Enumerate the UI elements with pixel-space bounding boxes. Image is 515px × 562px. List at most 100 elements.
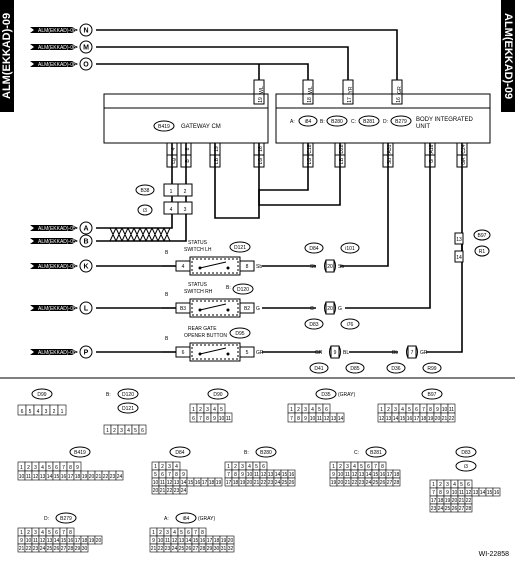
svg-text:(GRAY): (GRAY): [198, 516, 215, 522]
svg-text:4: 4: [175, 464, 178, 470]
svg-text:13: 13: [456, 237, 462, 243]
svg-text:27: 27: [61, 546, 67, 552]
svg-text:24: 24: [366, 480, 372, 486]
svg-text:16: 16: [407, 416, 413, 422]
svg-text:9: 9: [76, 465, 79, 471]
svg-text:10: 10: [158, 538, 164, 544]
svg-text:GR: GR: [256, 350, 264, 356]
svg-text:3: 3: [304, 407, 307, 413]
svg-text:OPENER BUTTON: OPENER BUTTON: [184, 333, 227, 339]
svg-text:21: 21: [19, 546, 25, 552]
svg-text:13: 13: [47, 538, 53, 544]
svg-text:2: 2: [199, 407, 202, 413]
svg-text:1: 1: [152, 530, 155, 536]
svg-text:D36: D36: [391, 366, 400, 372]
biu-conn-b279: B279: [395, 119, 407, 125]
svg-text:1: 1: [20, 465, 23, 471]
svg-text:19: 19: [331, 480, 337, 486]
svg-text:16: 16: [396, 97, 402, 103]
svg-text:5: 5: [318, 407, 321, 413]
svg-text:YR: YR: [348, 86, 354, 93]
svg-text:18: 18: [307, 97, 313, 103]
svg-text:18: 18: [394, 472, 400, 478]
svg-text:8: 8: [201, 530, 204, 536]
svg-text:8: 8: [69, 530, 72, 536]
svg-text:4: 4: [401, 407, 404, 413]
svg-text:18: 18: [75, 474, 81, 480]
svg-text:22: 22: [261, 480, 267, 486]
svg-text:26: 26: [54, 546, 60, 552]
svg-text:(GRAY): (GRAY): [338, 392, 355, 398]
svg-text:10: 10: [452, 490, 458, 496]
svg-text:26: 26: [380, 480, 386, 486]
svg-text:20: 20: [327, 264, 333, 270]
svg-text:14: 14: [54, 538, 60, 544]
svg-text:19: 19: [89, 538, 95, 544]
svg-text:B: B: [165, 250, 169, 256]
svg-text:D35: D35: [321, 392, 330, 398]
svg-text:18: 18: [421, 416, 427, 422]
svg-text:4: 4: [127, 428, 130, 434]
svg-text:12: 12: [172, 538, 178, 544]
top-wires: [96, 29, 398, 80]
svg-text:6: 6: [55, 530, 58, 536]
svg-text:D:: D:: [44, 516, 49, 522]
svg-text:G: G: [310, 306, 314, 312]
svg-text:14: 14: [393, 416, 399, 422]
svg-text:10: 10: [19, 474, 25, 480]
svg-text:2: 2: [339, 464, 342, 470]
svg-text:16: 16: [258, 146, 264, 152]
svg-text:14: 14: [456, 255, 462, 261]
svg-text:5: 5: [460, 482, 463, 488]
svg-text:28: 28: [466, 506, 472, 512]
svg-text:22: 22: [26, 546, 32, 552]
biu-top-pin-18: WL 18: [302, 79, 314, 105]
svg-text:5: 5: [408, 407, 411, 413]
svg-text:11: 11: [317, 416, 322, 422]
svg-text:17: 17: [226, 480, 232, 486]
svg-text:LB: LB: [214, 157, 220, 164]
svg-text:6: 6: [262, 464, 265, 470]
svg-text:GR: GR: [397, 86, 403, 94]
svg-text:11: 11: [165, 538, 170, 544]
svg-text:11: 11: [459, 490, 464, 496]
svg-text:21: 21: [459, 498, 465, 504]
svg-text:6: 6: [21, 409, 24, 415]
svg-text:10: 10: [338, 472, 344, 478]
svg-text:Sb: Sb: [310, 264, 316, 270]
svg-text:WL: WL: [308, 86, 314, 94]
svg-text:G: G: [256, 306, 260, 312]
svg-text:8: 8: [175, 472, 178, 478]
svg-text:7: 7: [199, 416, 202, 422]
svg-text:9: 9: [436, 407, 439, 413]
svg-text:4: 4: [173, 530, 176, 536]
page-side-label-right: ALM(EKKAD)-09: [501, 0, 515, 112]
svg-text:2: 2: [113, 428, 116, 434]
svg-text:D120: D120: [237, 287, 249, 293]
svg-text:GR: GR: [420, 350, 428, 356]
svg-text:10: 10: [153, 480, 159, 486]
svg-text:LG: LG: [307, 158, 313, 165]
svg-text:16: 16: [380, 472, 386, 478]
svg-text:23: 23: [110, 474, 116, 480]
svg-text:8: 8: [439, 490, 442, 496]
svg-text:16: 16: [200, 538, 206, 544]
svg-text:13: 13: [268, 472, 274, 478]
svg-text:26: 26: [186, 546, 192, 552]
svg-text:5: 5: [29, 409, 32, 415]
svg-text:15: 15: [188, 480, 194, 486]
svg-text:7: 7: [422, 407, 425, 413]
svg-text:8: 8: [429, 407, 432, 413]
svg-text:12: 12: [167, 480, 173, 486]
svg-text:B2: B2: [244, 306, 250, 312]
